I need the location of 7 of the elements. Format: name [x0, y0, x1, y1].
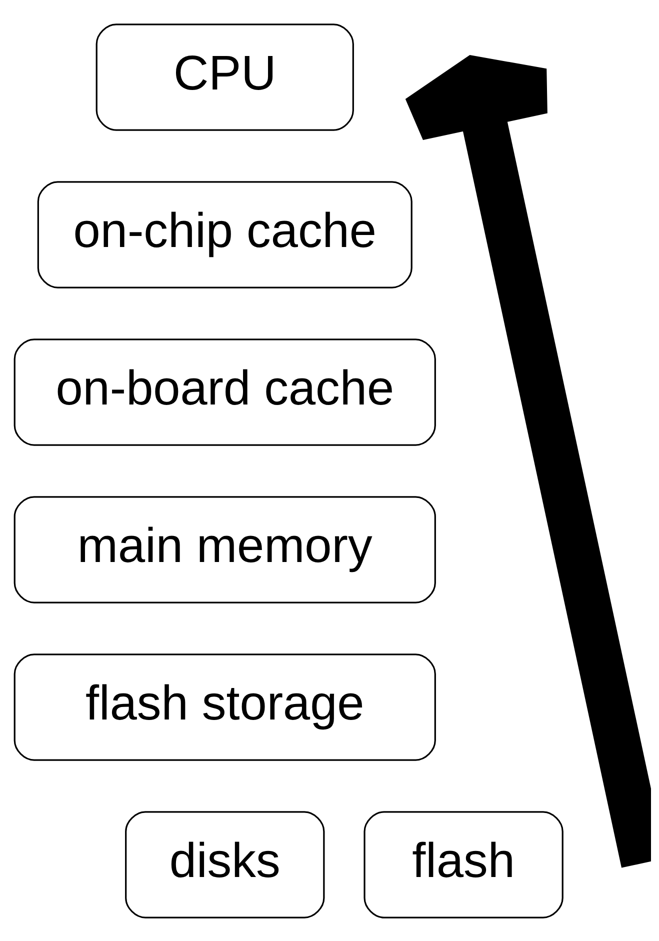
node-box: disks	[125, 810, 325, 918]
node-box: flash storage	[14, 653, 436, 760]
node-box: main memory	[14, 496, 436, 603]
node-box: on-board cache	[14, 338, 436, 446]
node-box: on-chip cache	[37, 180, 412, 288]
node-box: flash	[364, 810, 564, 918]
node-box: CPU	[96, 23, 354, 130]
